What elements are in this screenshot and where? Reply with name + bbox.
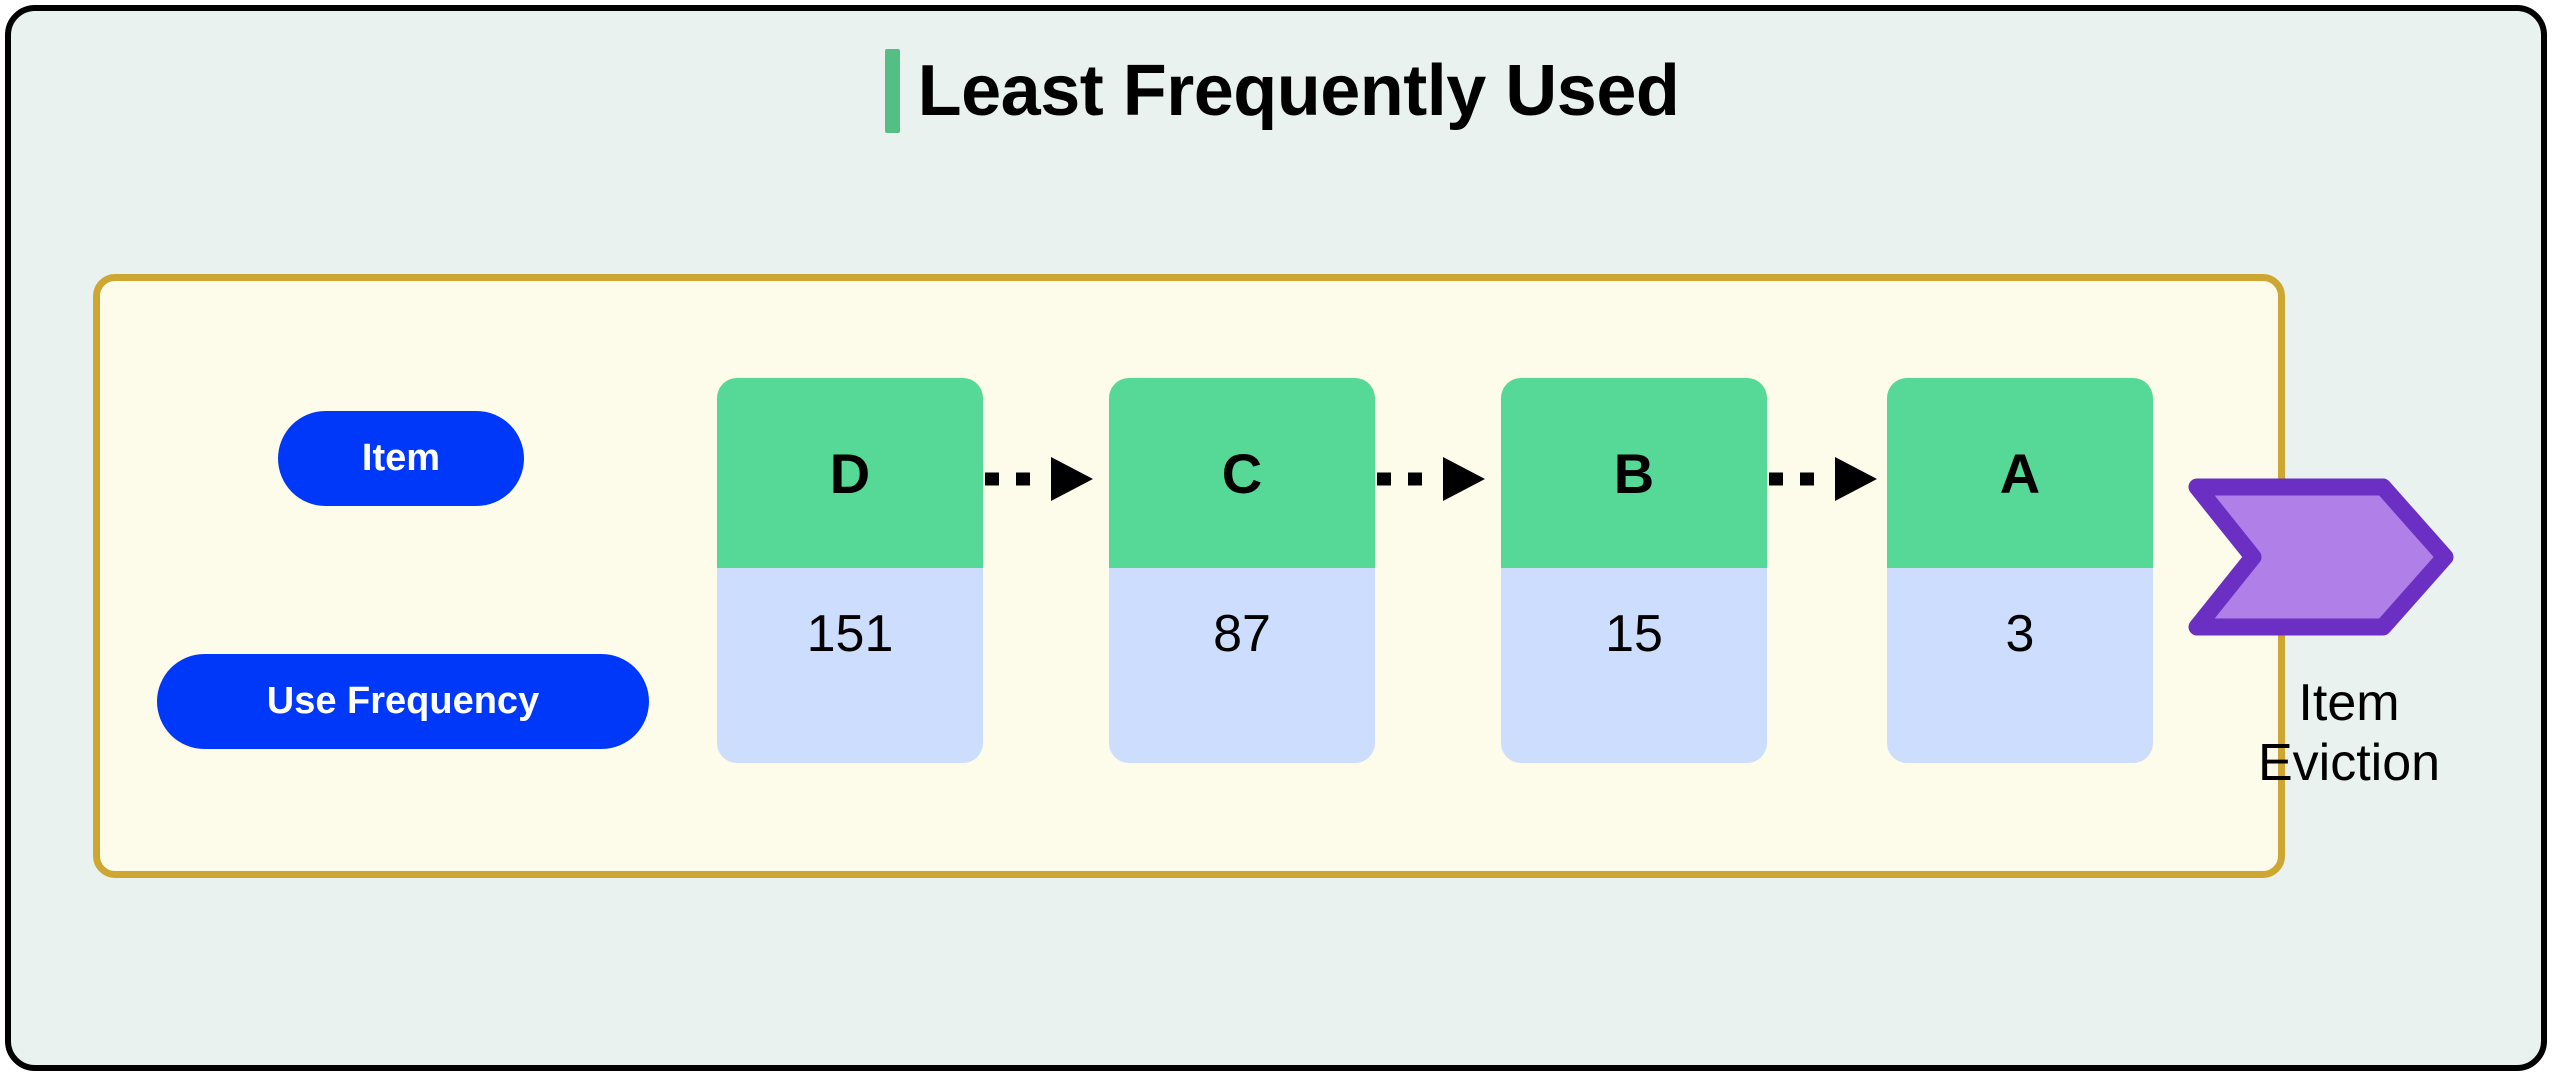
cache-card-key: C bbox=[1109, 378, 1375, 568]
eviction-label-line1: Item bbox=[2298, 674, 2400, 732]
legend-pill-item-label: Item bbox=[361, 437, 441, 479]
legend-pill-use-frequency-label: Use Frequency bbox=[266, 680, 540, 722]
page-title: Least Frequently Used bbox=[11, 49, 2553, 133]
cache-card-d[interactable]: D 151 bbox=[717, 378, 983, 763]
cache-card-key: A bbox=[1887, 378, 2153, 568]
cache-card-key: B bbox=[1501, 378, 1767, 568]
cache-card-frequency: 87 bbox=[1109, 568, 1375, 763]
cache-card-frequency: 151 bbox=[717, 568, 983, 763]
legend-pill-use-frequency: Use Frequency bbox=[157, 654, 649, 749]
title-accent-bar bbox=[884, 49, 900, 133]
cache-card-c[interactable]: C 87 bbox=[1109, 378, 1375, 763]
outer-frame: Least Frequently Used Item Use Frequency… bbox=[5, 5, 2547, 1071]
cache-card-a[interactable]: A 3 bbox=[1887, 378, 2153, 763]
dashed-arrow-icon bbox=[983, 451, 1103, 507]
cache-card-frequency: 15 bbox=[1501, 568, 1767, 763]
dashed-arrow-icon bbox=[1767, 451, 1887, 507]
cache-card-key: D bbox=[717, 378, 983, 568]
legend-pill-item: Item bbox=[278, 411, 524, 506]
eviction-label-line2: Eviction bbox=[2257, 734, 2441, 793]
eviction-label: Item Eviction bbox=[2221, 673, 2477, 794]
page-title-text: Least Frequently Used bbox=[917, 51, 1680, 131]
cache-card-frequency: 3 bbox=[1887, 568, 2153, 763]
dashed-arrow-icon bbox=[1375, 451, 1495, 507]
cache-items-layer: D 151 C 87 B 15 A 3 bbox=[11, 11, 2553, 1077]
cache-card-b[interactable]: B 15 bbox=[1501, 378, 1767, 763]
eviction-chevron-icon bbox=[2187, 477, 2455, 637]
